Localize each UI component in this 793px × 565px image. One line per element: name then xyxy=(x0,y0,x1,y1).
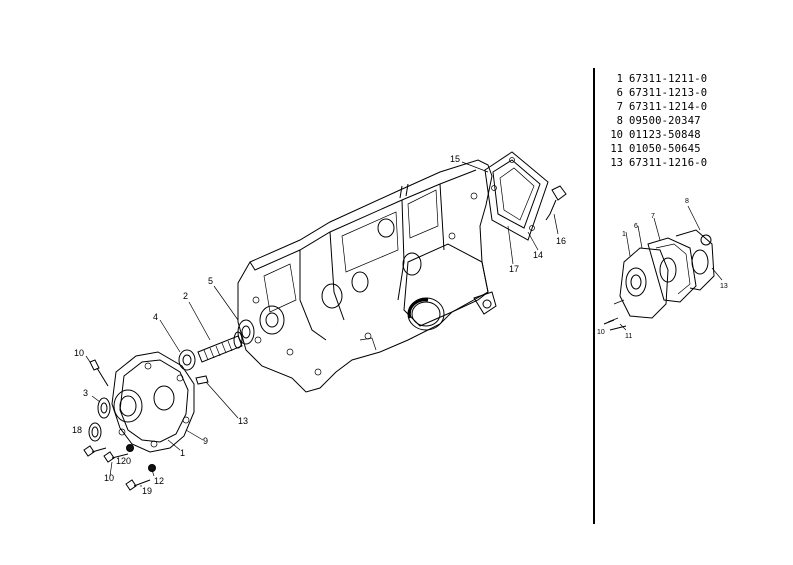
callout-14: 14 xyxy=(533,250,543,260)
inset-callout-13: 13 xyxy=(720,283,728,290)
part-ref-no: 1 xyxy=(616,73,623,85)
bearing-3 xyxy=(97,397,111,419)
parts-list: 1 67311-1211-0 6 67311-1213-0 7 67311-12… xyxy=(605,72,755,170)
part-number: 67311-1216-0 xyxy=(629,157,708,169)
callout-5: 5 xyxy=(208,276,213,286)
front-cover xyxy=(111,351,195,453)
parts-list-row: 11 01050-50645 xyxy=(605,142,755,156)
callouts-main: 15 16 17 14 2 5 4 10 3 18 13 9 1 120 10 … xyxy=(72,154,566,496)
inset-callout-1: 1 xyxy=(622,231,626,238)
part-ref-no: 6 xyxy=(616,87,623,99)
part-ref-no: 13 xyxy=(610,157,623,169)
part-number: 01050-50645 xyxy=(629,143,701,155)
parts-list-row: 10 01123-50848 xyxy=(605,128,755,142)
pin-13 xyxy=(195,375,209,385)
callout-12: 12 xyxy=(154,476,164,486)
bearing-5 xyxy=(237,319,255,345)
callout-19: 19 xyxy=(142,486,152,496)
inset-callout-8: 8 xyxy=(685,198,689,205)
inset-callout-6: 6 xyxy=(634,223,638,230)
inset-callout-10: 10 xyxy=(597,329,605,336)
parts-list-row: 6 67311-1213-0 xyxy=(605,86,755,100)
callout-10b: 10 xyxy=(104,473,114,483)
part-ref-no: 8 xyxy=(616,115,623,127)
bolts xyxy=(83,359,156,491)
parts-list-row: 1 67311-1211-0 xyxy=(605,72,755,86)
part-number: 67311-1211-0 xyxy=(629,73,708,85)
bearing-4 xyxy=(178,349,196,371)
callout-4: 4 xyxy=(153,312,158,322)
part-number: 67311-1213-0 xyxy=(629,87,708,99)
seal-18 xyxy=(88,422,102,442)
parts-list-row: 13 67311-1216-0 xyxy=(605,156,755,170)
part-ref-no: 11 xyxy=(610,143,623,155)
callouts-inset: 8 7 6 1 13 10 11 xyxy=(597,198,728,340)
plug-16 xyxy=(545,185,567,221)
callout-3: 3 xyxy=(83,388,88,398)
leader-lines xyxy=(85,161,559,487)
callout-120: 120 xyxy=(116,456,131,466)
column-divider xyxy=(593,68,595,524)
inset-diagram xyxy=(603,205,723,331)
part-ref-no: 10 xyxy=(610,129,623,141)
part-number: 67311-1214-0 xyxy=(629,101,708,113)
callout-13: 13 xyxy=(238,416,248,426)
shaft-2 xyxy=(197,331,243,363)
callout-17: 17 xyxy=(509,264,519,274)
part-ref-no: 7 xyxy=(616,101,623,113)
parts-list-row: 7 67311-1214-0 xyxy=(605,100,755,114)
callout-16: 16 xyxy=(556,236,566,246)
callout-10a: 10 xyxy=(74,348,84,358)
part-number: 01123-50848 xyxy=(629,129,701,141)
callout-18: 18 xyxy=(72,425,82,435)
callout-1: 1 xyxy=(180,448,185,458)
part-number: 09500-20347 xyxy=(629,115,701,127)
top-cover xyxy=(484,151,549,241)
inset-callout-7: 7 xyxy=(651,213,655,220)
transmission-case xyxy=(237,159,497,393)
callout-9: 9 xyxy=(203,436,208,446)
parts-list-row: 8 09500-20347 xyxy=(605,114,755,128)
callout-2: 2 xyxy=(183,291,188,301)
callout-15: 15 xyxy=(450,154,460,164)
inset-callout-11: 11 xyxy=(625,333,632,340)
